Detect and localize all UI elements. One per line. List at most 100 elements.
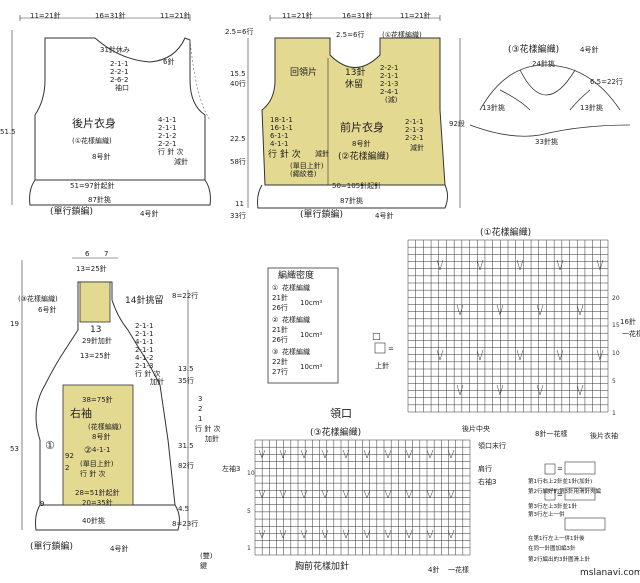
sleeve-n2: ② <box>84 446 93 456</box>
sleeve-r31-5: 31.5 <box>178 442 194 450</box>
front-dim-right: 11=21針 <box>400 12 431 20</box>
sleeve-side-note: (③花樣編織) <box>18 295 58 303</box>
collar-stitch-mark <box>300 489 308 499</box>
front-l15: 15.5 <box>230 70 246 78</box>
collar-stitch-mark <box>300 449 308 459</box>
sleeve-top-st: 13=25針 <box>76 265 107 273</box>
front-ss3: 減針 <box>315 150 329 158</box>
symbol-boxes <box>374 342 606 531</box>
sleeve-13: 13 <box>90 325 102 335</box>
sleeve-side-needle: 6号針 <box>38 306 57 314</box>
collar-right2: 肩行 <box>478 465 492 473</box>
legend-st: 21針 <box>272 294 288 302</box>
collar-stitch-mark <box>321 449 329 459</box>
sleeve-r35: 35行 <box>178 377 194 385</box>
front-hem-band <box>257 184 448 209</box>
chart1-stitch-mark <box>436 259 444 271</box>
sleeve-w2: 7 <box>104 250 109 258</box>
collar-stitch-mark <box>342 449 350 459</box>
watermark: mslanavi.com <box>580 568 640 578</box>
chart1-stitch-mark <box>436 349 444 361</box>
front-ss1: (單目上針) <box>290 162 324 170</box>
collar-stitch-mark <box>279 489 287 499</box>
collar-left: 左袖3 <box>222 465 241 473</box>
sleeve-patt: (花樣編織) <box>88 423 122 431</box>
symbol-big: □ <box>372 332 381 342</box>
symbol-line: 第3行左上一併 <box>528 512 565 518</box>
back-piece-outline <box>29 37 211 206</box>
neck-title: (③花樣編織) <box>508 45 560 55</box>
collar-stitch-mark <box>363 489 371 499</box>
neck-right2: 13針挑 <box>580 104 603 112</box>
legend-row: 26行 <box>272 304 288 312</box>
chart1-stitch-mark <box>596 349 604 361</box>
front-neck-r3: 2-1-3 <box>380 80 399 88</box>
sleeve-ss2: 行 針 次 <box>80 470 106 478</box>
collar-stitch-mark <box>279 529 287 539</box>
chart1-stitch-mark <box>576 304 584 316</box>
legend-num: ① <box>272 284 279 292</box>
front-mid-r3: 2-2-1 <box>405 134 424 142</box>
back-cuff-label: 袖口 <box>115 84 129 92</box>
front-dim-left: 11=21針 <box>282 12 313 20</box>
chart1-right-top: 16針 <box>620 318 636 326</box>
sleeve-sr1: 4-1-1 <box>92 446 111 454</box>
sleeve-row-note: 行 針 次 <box>135 370 161 378</box>
collar-stitch-mark <box>447 489 455 499</box>
chart1-stitch-mark <box>496 304 504 316</box>
chart1-stitch-mark <box>456 304 464 316</box>
chart1-row-num: 15 <box>612 322 620 329</box>
collar-stitch-mark <box>447 449 455 459</box>
front-piece-fill <box>261 37 446 186</box>
collar-stitch-mark <box>405 449 413 459</box>
legend-row: 26行 <box>272 336 288 344</box>
collar-stitch-mark <box>384 449 392 459</box>
back-cuff-band <box>189 39 211 121</box>
legend-num: ② <box>272 316 279 324</box>
sleeve-inc3: 4-1-1 <box>135 338 154 346</box>
collar-stitch-mark <box>426 449 434 459</box>
sleeve-dimension-lines <box>21 257 189 530</box>
chart1-stitch-mark <box>516 349 524 361</box>
collar-title: 領口 <box>330 407 352 420</box>
collar-stitch-mark <box>447 529 455 539</box>
front-needle: 8号針 <box>352 140 371 148</box>
symbol-line: 第2行編好的第3針用滑針夾編 <box>528 489 601 495</box>
sleeve-r4-5: 4.5 <box>178 505 190 513</box>
back-dec: 減針 <box>174 158 188 166</box>
symbol-line: 第1行右上2針並1針(加針) <box>528 479 593 485</box>
collar-stitch-mark <box>258 529 266 539</box>
back-title: 後片衣身 <box>72 117 116 130</box>
sleeve-inc: 加針 <box>150 378 164 386</box>
back-top-dimension-line <box>11 15 191 205</box>
collar-row-num: 5 <box>247 508 251 515</box>
collar-stitch-mark <box>342 529 350 539</box>
collar-stitch-mark <box>405 489 413 499</box>
collar-stitch-mark <box>321 529 329 539</box>
symbol-line: 第2行編出的3針圍滑上針 <box>528 557 590 563</box>
chart1-title: (①花樣編織) <box>480 228 532 238</box>
chart1-row-num: 1 <box>612 410 616 417</box>
sleeve-hem-band <box>35 504 180 531</box>
chart1-stitch-mark <box>576 384 584 396</box>
sleeve-inc6: 2-1-3 <box>135 362 154 370</box>
collar-stitch-mark <box>258 449 266 459</box>
front-dimension-lines <box>247 15 461 208</box>
front-hem-cast: 87針挑 <box>340 197 363 205</box>
back-dim-left: 11=21針 <box>30 12 61 20</box>
collar-stitch-mark <box>363 529 371 539</box>
chart1-stitch-mark <box>516 259 524 271</box>
sleeve-rs2: 2 <box>198 405 203 413</box>
legend-name: 花樣編織 <box>282 316 310 324</box>
chart1-stitch-mark <box>536 304 544 316</box>
front-left-r1: 18-1-1 <box>270 116 293 124</box>
chart1-stitch-mark <box>456 384 464 396</box>
sleeve-ss: (單目上針) <box>80 460 114 468</box>
sleeve-inc1: 2-1-1 <box>135 322 154 330</box>
sleeve-r8-22: 8=22行 <box>172 292 199 300</box>
front-mid-r1: 2-1-1 <box>405 118 424 126</box>
sym-eq-b: = <box>557 491 563 499</box>
collar-stitch-mark <box>258 489 266 499</box>
sleeve-needle: 8号針 <box>92 433 111 441</box>
back-dim-mid: 16=31針 <box>95 12 126 20</box>
